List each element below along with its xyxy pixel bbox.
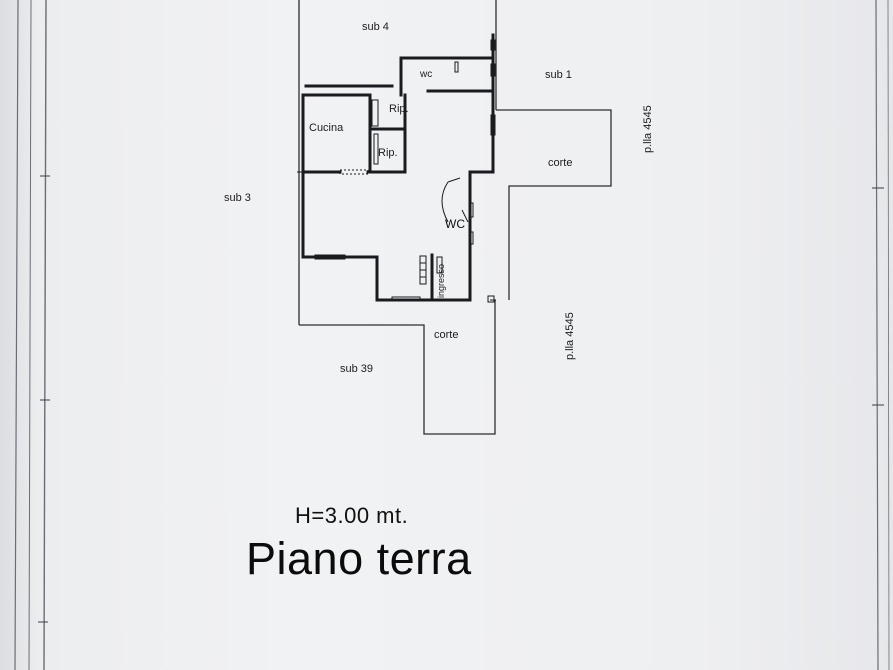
label-corte-bottom: corte bbox=[434, 329, 458, 341]
label-rip-top: Rip. bbox=[389, 103, 409, 115]
building-walls bbox=[301, 33, 495, 302]
height-note: H=3.00 mt. bbox=[295, 503, 409, 528]
label-corte-right: corte bbox=[548, 157, 572, 169]
label-cucina: Cucina bbox=[309, 122, 344, 134]
openings bbox=[297, 39, 496, 303]
label-sub3: sub 3 bbox=[224, 192, 251, 204]
label-plla-center: p.lla 4545 bbox=[564, 312, 576, 360]
floor-title: Piano terra bbox=[246, 533, 472, 584]
label-sub1: sub 1 bbox=[545, 69, 572, 81]
border-ticks bbox=[38, 175, 884, 623]
label-wc-main: WC bbox=[445, 217, 465, 231]
label-ingresso: ingresso bbox=[436, 264, 446, 298]
label-rip-bottom: Rip. bbox=[378, 147, 398, 159]
sheet-border bbox=[14, 0, 890, 670]
label-plla-right: p.lla 4545 bbox=[642, 105, 654, 153]
label-sub39: sub 39 bbox=[340, 363, 373, 375]
boundary-lines bbox=[298, 0, 612, 435]
label-wc-top: wc bbox=[419, 69, 432, 80]
label-sub4: sub 4 bbox=[362, 21, 389, 33]
